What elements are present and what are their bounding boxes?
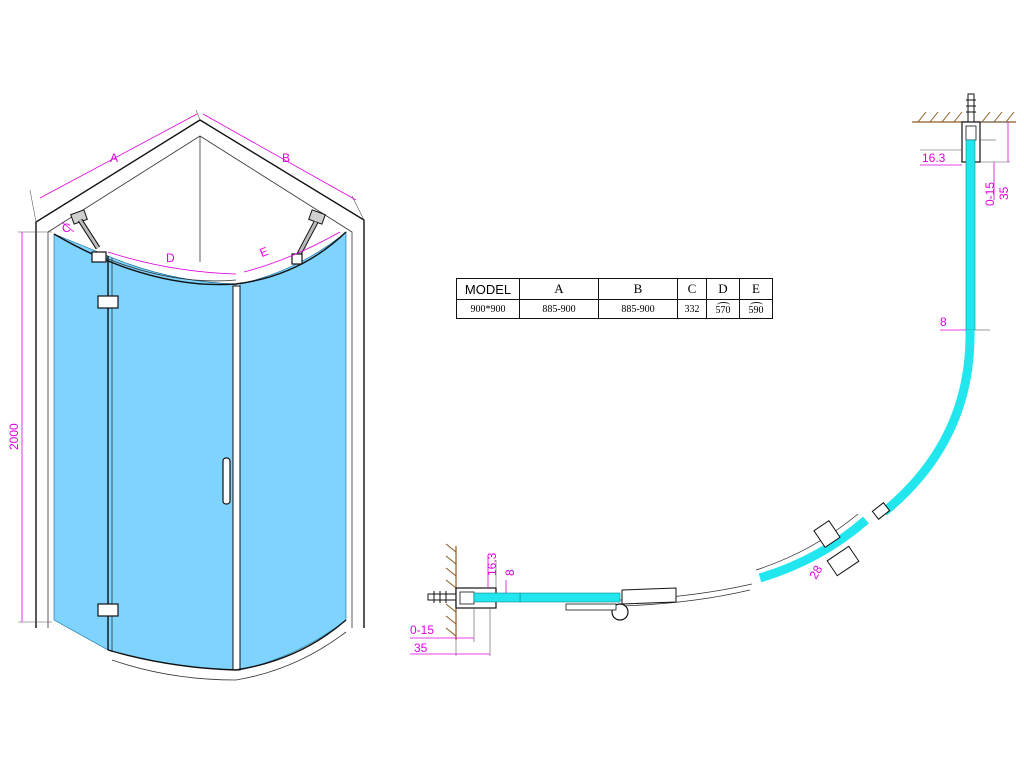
plan-center-profile [621, 587, 677, 605]
label-c: C [62, 221, 71, 235]
label-depth-top: 35 [997, 186, 1011, 200]
col-header-a: A [519, 278, 599, 300]
label-glass-top: 8 [940, 315, 947, 329]
hinge-bottom [97, 603, 119, 617]
cell-b: 885-900 [598, 299, 678, 319]
label-wall-offset-left: 16.3 [485, 552, 499, 576]
dim-line-d [107, 251, 237, 275]
pivot-top [91, 251, 107, 263]
plan-glass-left-end [473, 592, 521, 603]
cell-c: 332 [677, 299, 707, 319]
col-header-model: MODEL [456, 278, 520, 300]
col-header-e: E [739, 278, 773, 300]
tray-curve [111, 631, 347, 681]
spec-table: MODEL A B C D E 900*900 885-900 885-900 … [456, 278, 773, 319]
left-wall-hatch [445, 543, 457, 637]
cell-d: 570 [706, 299, 740, 319]
cell-e-value: 590 [748, 301, 764, 316]
top-curve [53, 231, 347, 286]
fixed-glass-right [239, 231, 347, 671]
col-header-c: C [677, 278, 707, 300]
door-glass [107, 255, 237, 671]
spec-table-row: 900*900 885-900 885-900 332 570 590 [456, 299, 773, 319]
enclosure-3d-view: A B C D E 2000 [7, 109, 365, 681]
col-header-b: B [598, 278, 678, 300]
plan-fixed-curve-outline-2 [619, 589, 751, 607]
plan-door-glass [758, 516, 869, 583]
top-curve-inner [95, 253, 237, 282]
ext-line [29, 189, 37, 223]
label-e: E [258, 244, 271, 260]
plan-glass-right-curve [881, 329, 975, 516]
label-curve-gap: 28 [806, 563, 825, 582]
cell-a: 885-900 [519, 299, 599, 319]
bottom-curve [107, 619, 347, 671]
col-header-d: D [706, 278, 740, 300]
plan-center-bar [565, 603, 617, 611]
ext-line [351, 195, 365, 221]
plan-view: 16.3 0-15 35 8 16.3 8 0-15 35 28 [410, 93, 1016, 656]
label-adjust-top: 0-15 [983, 182, 997, 206]
label-b: B [282, 151, 290, 165]
top-wall-hatch [917, 111, 1015, 123]
spec-table-header-row: MODEL A B C D E [456, 278, 773, 300]
label-adjust-left: 0-15 [410, 623, 434, 637]
plan-glass-right-straight [965, 139, 976, 331]
stabilizer-bar-left [70, 209, 101, 250]
dim-line-a [39, 113, 198, 199]
label-depth-left: 35 [414, 641, 428, 655]
stabilizer-bar-right [291, 209, 326, 265]
plan-door-handle-in [813, 519, 841, 549]
plan-hinge-block [871, 502, 891, 520]
hinge-top [97, 295, 119, 309]
dim-line-c [61, 221, 75, 233]
plan-door-handle-out [826, 545, 860, 577]
label-glass-left: 8 [503, 569, 517, 576]
cell-e: 590 [739, 299, 773, 319]
ext-line [195, 109, 201, 121]
cell-model: 900*900 [456, 299, 520, 319]
label-a: A [110, 151, 118, 165]
label-height: 2000 [7, 423, 21, 450]
label-wall-offset-top: 16.3 [922, 151, 946, 165]
dim-line-b [202, 113, 357, 201]
cell-d-value: 570 [715, 301, 731, 316]
left-anchor-screw [427, 591, 457, 603]
plan-door-sweep [755, 513, 859, 571]
dim-line-e [243, 231, 341, 273]
center-profile [232, 285, 241, 671]
plan-glass-left-straight [519, 592, 621, 603]
top-anchor-screw [966, 93, 976, 123]
label-d: D [166, 251, 175, 265]
door-handle [222, 457, 231, 505]
